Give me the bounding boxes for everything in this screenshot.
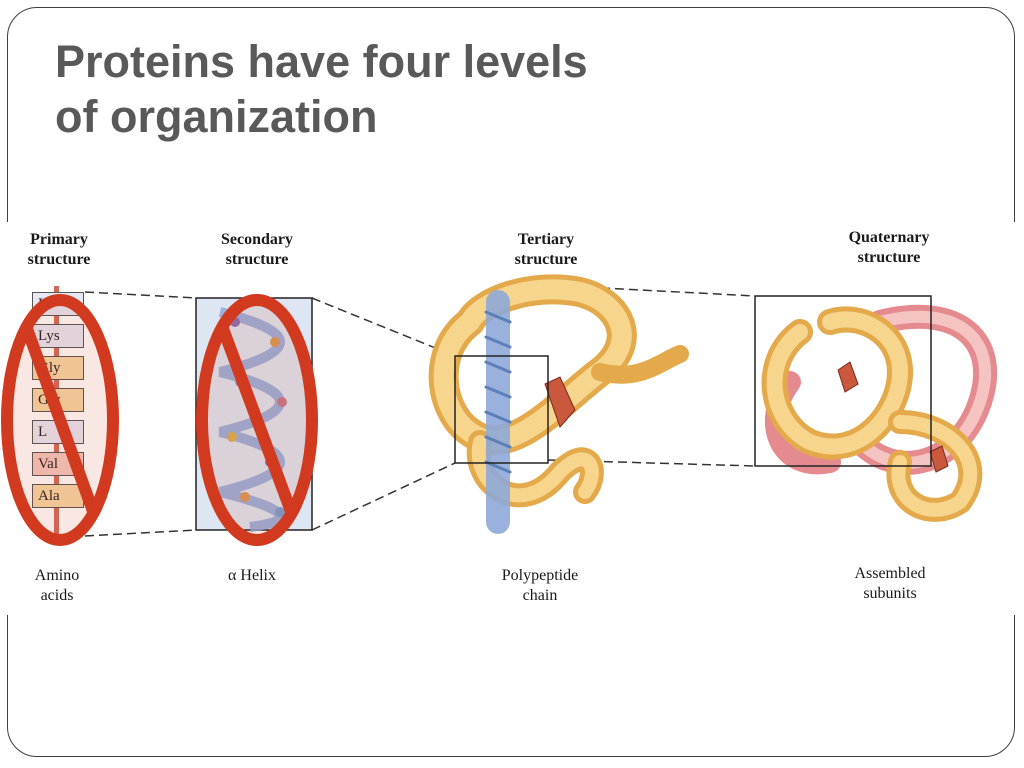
secondary-label-line-2: structure: [225, 251, 289, 268]
amino-acid-box: L: [32, 292, 84, 316]
protein-structure-figure: L Lys Gly Gly L Val Ala Primary structur…: [0, 222, 1024, 615]
primary-label-line-1: Primary: [30, 231, 88, 248]
primary-label-line-2: structure: [27, 251, 91, 268]
slide-title: Proteins have four levels of organizatio…: [55, 34, 588, 144]
figure-artwork: [54, 274, 997, 541]
tertiary-caption: Polypeptide chain: [480, 566, 600, 606]
amino-acid-box: Lys: [32, 324, 84, 348]
amino-acid-box: Ala: [32, 484, 84, 508]
heme-group-quaternary-1: [837, 361, 859, 393]
quaternary-caption-line-1: Assembled: [854, 565, 926, 582]
primary-caption-line-2: acids: [40, 587, 74, 604]
primary-caption-line-1: Amino: [34, 567, 80, 584]
quaternary-label-line-2: structure: [857, 249, 921, 266]
tertiary-structure-label: Tertiary structure: [486, 230, 606, 270]
title-line-2: of organization: [55, 91, 378, 142]
title-line-1: Proteins have four levels: [55, 36, 588, 87]
tertiary-label-line-2: structure: [514, 251, 578, 268]
quaternary-caption: Assembled subunits: [830, 564, 950, 604]
primary-structure-label: Primary structure: [0, 230, 118, 270]
tertiary-caption-line-1: Polypeptide: [501, 567, 579, 584]
connector-lines: [84, 284, 756, 537]
amino-acid-box: Gly: [32, 388, 84, 412]
tertiary-caption-line-2: chain: [522, 587, 558, 604]
amino-acid-box: L: [32, 420, 84, 444]
secondary-structure-label: Secondary structure: [190, 230, 324, 270]
tertiary-inset-box: [454, 355, 549, 464]
amino-acid-box: Gly: [32, 356, 84, 380]
tertiary-label-line-1: Tertiary: [517, 231, 575, 248]
amino-acid-box: Val: [32, 452, 84, 476]
heme-group-tertiary: [544, 376, 576, 428]
quaternary-subunits: [761, 304, 997, 522]
primary-caption: Amino acids: [10, 566, 104, 606]
heme-group-quaternary-2: [929, 445, 949, 473]
quaternary-structure-label: Quaternary structure: [824, 228, 954, 268]
quaternary-caption-line-2: subunits: [863, 585, 917, 602]
quaternary-inset-box: [754, 295, 932, 467]
helix-panel: [195, 297, 313, 531]
secondary-label-line-1: Secondary: [221, 231, 293, 248]
tertiary-ribbon: [428, 274, 689, 534]
secondary-caption: α Helix: [228, 567, 276, 584]
quaternary-label-line-1: Quaternary: [848, 229, 930, 246]
